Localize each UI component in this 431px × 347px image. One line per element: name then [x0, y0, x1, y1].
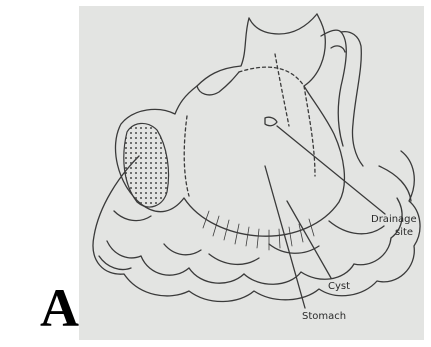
panel-letter: A [40, 281, 79, 335]
shading-hatches [203, 211, 314, 250]
drainage-leader-line [277, 126, 385, 214]
duodenum-outline [321, 30, 363, 166]
anatomy-drawing [79, 6, 424, 340]
cyst-label: Cyst [328, 281, 350, 293]
anatomy-illustration: Drainage site Cyst Stomach [79, 6, 424, 340]
drainage-label-line1: Drainage [371, 214, 417, 226]
stippled-mass [124, 123, 169, 207]
drainage-label-line2: site [395, 227, 413, 239]
drainage-tube [265, 117, 277, 126]
stomach-label: Stomach [302, 311, 346, 323]
stomach-leader-line [265, 166, 305, 308]
